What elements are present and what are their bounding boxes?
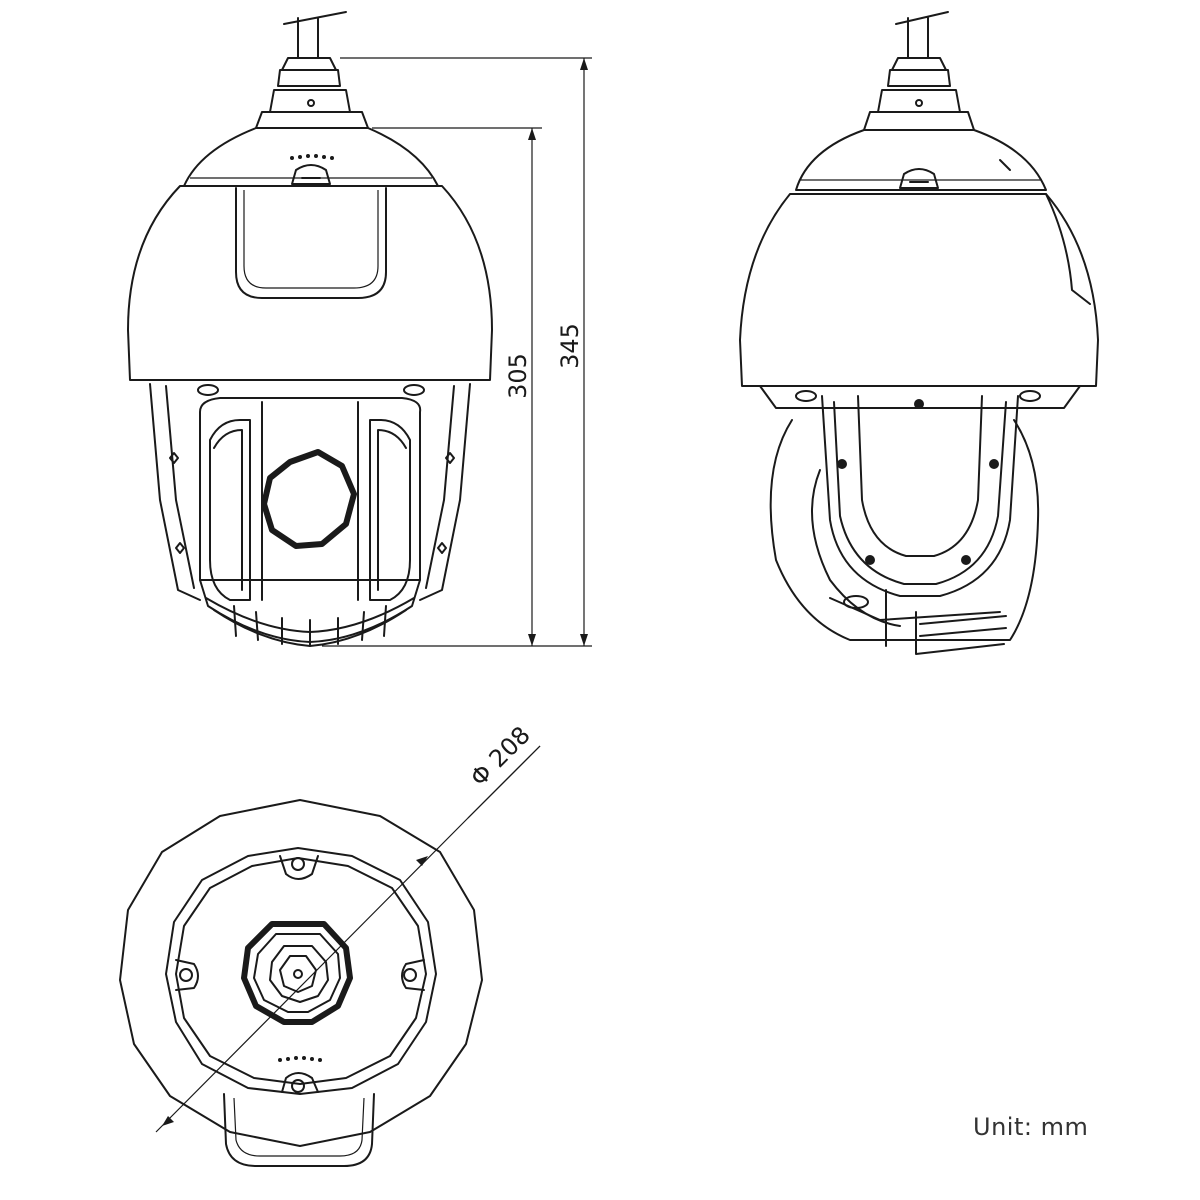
overall-height-label: 345 — [556, 323, 584, 369]
side-view — [739, 11, 1099, 655]
unit-label: Unit: mm — [973, 1113, 1089, 1141]
diameter-label: Φ 208 — [465, 721, 536, 792]
height-dimensions: 305 345 — [322, 57, 592, 647]
top-view: Φ 208 — [119, 721, 541, 1167]
front-view — [127, 11, 493, 647]
dome-height-label: 305 — [504, 353, 532, 399]
